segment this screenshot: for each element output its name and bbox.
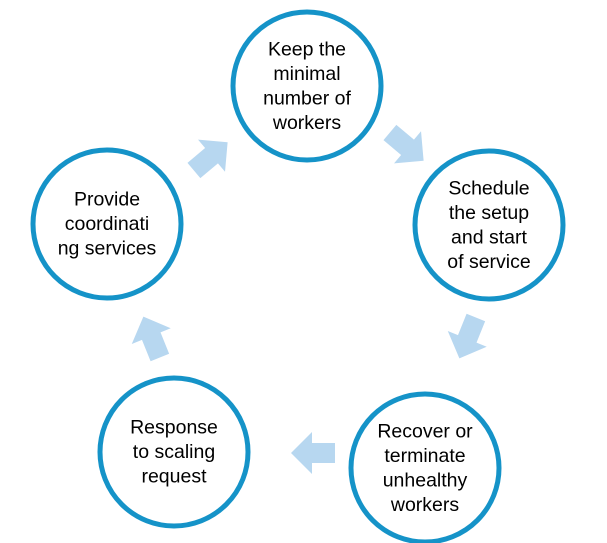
node-label-line: Schedule xyxy=(448,177,529,199)
arrow-shape xyxy=(131,316,171,362)
node-label-line: unhealthy xyxy=(383,469,468,491)
node-label-line: coordinati xyxy=(65,213,150,235)
node-label-line: Recover or xyxy=(377,420,473,442)
node-label-line: of service xyxy=(447,251,530,273)
node-circle xyxy=(412,148,566,302)
node-label-line: Keep the xyxy=(268,38,346,60)
node-label-line: the setup xyxy=(449,202,529,224)
node-label-line: workers xyxy=(390,494,460,516)
node-label-line: number of xyxy=(263,87,351,109)
node-label-line: ng services xyxy=(58,238,157,260)
arrow-shape xyxy=(383,124,424,164)
arrow-shape xyxy=(291,432,335,474)
node-label-line: request xyxy=(141,466,207,488)
node-label-line: to scaling xyxy=(133,441,215,463)
node-circle xyxy=(230,9,384,163)
node-label-line: workers xyxy=(272,112,342,134)
arrows-layer xyxy=(131,124,487,474)
cycle-arrow-3 xyxy=(291,432,335,474)
node-circle xyxy=(30,147,184,301)
cycle-arrow-4 xyxy=(131,316,171,362)
arrow-shape xyxy=(447,313,487,359)
node-label-line: terminate xyxy=(384,445,465,467)
node-label-line: Response xyxy=(130,417,218,439)
node-label-line: and start xyxy=(451,226,527,248)
node-circle xyxy=(97,375,251,529)
arrow-shape xyxy=(187,139,228,179)
cycle-arrow-5 xyxy=(187,139,228,179)
cycle-arrow-1 xyxy=(383,124,424,164)
node-label-line: minimal xyxy=(273,63,340,85)
cycle-arrow-2 xyxy=(447,313,487,359)
node-circle xyxy=(348,391,502,543)
node-label-line: Provide xyxy=(74,189,140,211)
